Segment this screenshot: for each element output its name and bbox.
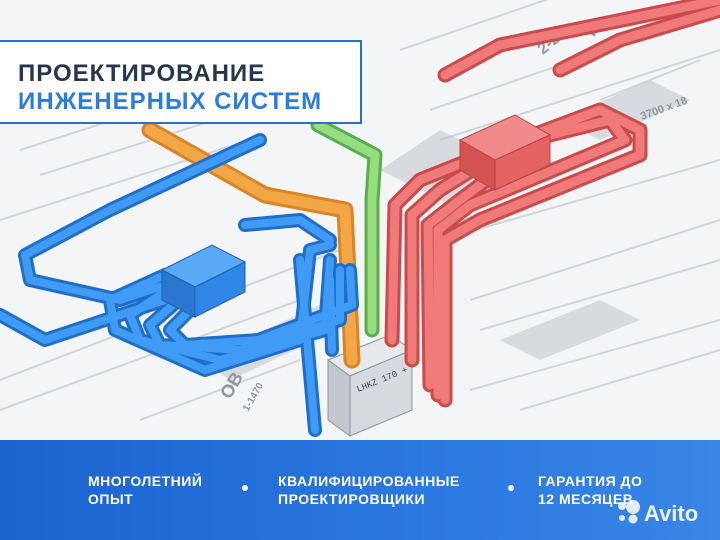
feature-engineers-line2: ПРОЕКТИРОВЩИКИ	[278, 491, 426, 507]
red-pipes	[384, 0, 720, 408]
avito-watermark: Avito	[644, 501, 699, 526]
red-distribution-box	[458, 114, 552, 191]
title-line-2: ИНЖЕНЕРНЫХ СИСТЕМ	[18, 88, 323, 115]
feature-guarantee: ГАРАНТИЯ ДО 12 МЕСЯЦЕВ	[538, 472, 642, 508]
side-number: 1-1470	[241, 381, 266, 414]
feature-experience-line1: МНОГОЛЕТНИЙ	[88, 473, 203, 489]
central-unit: LHKZ 170 +	[326, 334, 414, 437]
feature-experience-line2: ОПЫТ	[88, 491, 134, 507]
green-pipe	[310, 117, 383, 338]
title-banner: ПРОЕКТИРОВАНИЕ ИНЖЕНЕРНЫХ СИСТЕМ	[0, 40, 362, 124]
features-band	[0, 440, 720, 540]
title-line-1: ПРОЕКТИРОВАНИЕ	[18, 60, 266, 87]
feature-guarantee-line1: ГАРАНТИЯ ДО	[538, 473, 643, 489]
bullet-separator-1	[242, 485, 248, 491]
feature-engineers: КВАЛИФИЦИРОВАННЫЕ ПРОЕКТИРОВЩИКИ	[278, 472, 460, 508]
avito-logo-icon	[618, 500, 640, 524]
feature-guarantee-line2: 12 МЕСЯЦЕВ	[538, 491, 634, 507]
feature-engineers-line1: КВАЛИФИЦИРОВАННЫЕ	[278, 473, 460, 489]
feature-experience: МНОГОЛЕТНИЙ ОПЫТ	[88, 472, 202, 508]
blue-distribution-box	[160, 244, 247, 318]
bullet-separator-2	[508, 485, 514, 491]
blue-pipes	[0, 133, 359, 437]
